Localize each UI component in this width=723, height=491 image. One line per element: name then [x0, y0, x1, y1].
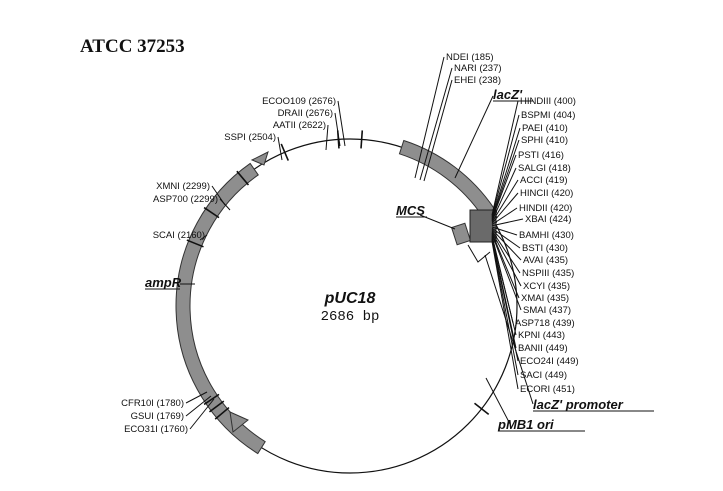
site-leader-line	[491, 234, 522, 311]
site-label: SPHI (410)	[521, 135, 568, 146]
plasmid-name: pUC18	[324, 290, 376, 307]
lacz-leader	[454, 95, 494, 179]
site-label: NDEI (185)	[446, 52, 494, 63]
plasmid-size: 2686 bp	[321, 309, 380, 325]
site-tick	[280, 143, 290, 161]
ori-leader	[485, 377, 511, 425]
site-tick	[360, 130, 364, 149]
site-tick	[236, 170, 250, 186]
site-label: ASP700 (2299)	[153, 194, 218, 205]
mcs-label: MCS	[396, 203, 425, 218]
site-label: XMNI (2299)	[156, 181, 210, 192]
site-leader-line	[491, 240, 519, 376]
site-leader-line	[491, 154, 517, 220]
site-label: BSTI (430)	[522, 243, 568, 254]
site-leader-line	[491, 218, 524, 227]
lacz-promoter-label: lacZ' promoter	[533, 397, 624, 412]
site-leader-line	[199, 234, 208, 241]
site-label: ECO31I (1760)	[124, 424, 188, 435]
site-label: AVAI (435)	[523, 255, 568, 266]
site-label: PSTI (416)	[518, 150, 564, 161]
site-label: HINDIII (400)	[520, 96, 576, 107]
site-leader-line	[491, 139, 520, 219]
site-leader-line	[414, 56, 445, 179]
site-label: PAEI (410)	[522, 123, 568, 134]
site-leader-line	[491, 231, 522, 287]
site-label: SSPI (2504)	[224, 132, 276, 143]
site-label: SCAI (2160)	[153, 230, 205, 241]
site-tick	[214, 406, 230, 420]
site-leader-line	[491, 114, 520, 217]
site-label: ECO24I (449)	[520, 356, 579, 367]
mcs-box	[450, 222, 472, 246]
site-leader-line	[277, 136, 283, 161]
ampr-gene-arrow	[175, 162, 266, 455]
site-label: ASP718 (439)	[515, 318, 575, 329]
site-leader-line	[334, 112, 341, 147]
site-leader-line	[219, 198, 231, 211]
site-leader-line	[491, 127, 521, 218]
site-leader-line	[491, 100, 519, 216]
site-tick	[186, 239, 204, 248]
ori-label: pMB1 ori	[497, 417, 554, 432]
site-label: SACI (449)	[520, 370, 567, 381]
site-leader-line	[491, 238, 519, 362]
site-label: NARI (237)	[454, 63, 502, 74]
ori-direction-arrow	[250, 151, 269, 166]
ampr-arrowhead	[229, 411, 249, 433]
site-label: HINCII (420)	[520, 188, 573, 199]
site-label: XCYI (435)	[523, 281, 570, 292]
site-label: BSPMI (404)	[521, 110, 575, 121]
site-label: GSUI (1769)	[131, 411, 184, 422]
site-leader-line	[185, 395, 212, 417]
site-label: XMAI (435)	[521, 293, 569, 304]
page-title: ATCC 37253	[80, 36, 185, 57]
site-label: NSPIII (435)	[522, 268, 574, 279]
site-label: ECOO109 (2676)	[262, 96, 336, 107]
site-leader-line	[491, 179, 519, 223]
lacz-label: lacZ'	[493, 87, 523, 102]
site-leader-line	[337, 100, 346, 147]
site-label: ACCI (419)	[520, 175, 568, 186]
site-label: ECORI (451)	[520, 384, 575, 395]
site-leader-line	[189, 398, 215, 430]
site-label: HINDII (420)	[519, 203, 572, 214]
site-label: XBAI (424)	[525, 214, 571, 225]
site-leader-line	[491, 207, 518, 226]
site-label: SALGI (418)	[518, 163, 571, 174]
site-leader-line	[491, 167, 517, 222]
site-label: DRAII (2676)	[278, 108, 333, 119]
site-leader-line	[491, 230, 521, 274]
site-leader-line	[491, 232, 520, 299]
site-leader-line	[419, 67, 453, 181]
site-leader-line	[491, 241, 519, 390]
site-leader-line	[185, 391, 208, 404]
site-leader-line	[491, 226, 518, 236]
site-label: BAMHI (430)	[519, 230, 574, 241]
site-tick	[208, 400, 225, 413]
site-label: EHEI (238)	[454, 75, 501, 86]
site-label: SMAI (437)	[523, 305, 571, 316]
site-leader-line	[491, 236, 517, 336]
site-tick	[203, 393, 220, 406]
site-label: BANII (449)	[518, 343, 568, 354]
site-label: KPNI (443)	[518, 330, 565, 341]
site-tick	[203, 206, 220, 219]
site-leader-line	[423, 79, 453, 182]
site-tick	[474, 402, 490, 415]
mcs-insert-band	[469, 209, 497, 243]
site-leader-line	[325, 124, 329, 151]
site-labels: NDEI (185)NARI (237)EHEI (238) HINDIII (4…	[121, 52, 578, 435]
site-label: AATII (2622)	[273, 120, 326, 131]
mcs-arrow-indicator	[467, 244, 491, 263]
site-leader-line	[491, 192, 519, 224]
site-label: CFR10I (1780)	[121, 398, 184, 409]
site-leader-line	[491, 229, 522, 261]
site-leader-line	[491, 227, 521, 249]
ampr-label: ampR	[145, 275, 182, 290]
